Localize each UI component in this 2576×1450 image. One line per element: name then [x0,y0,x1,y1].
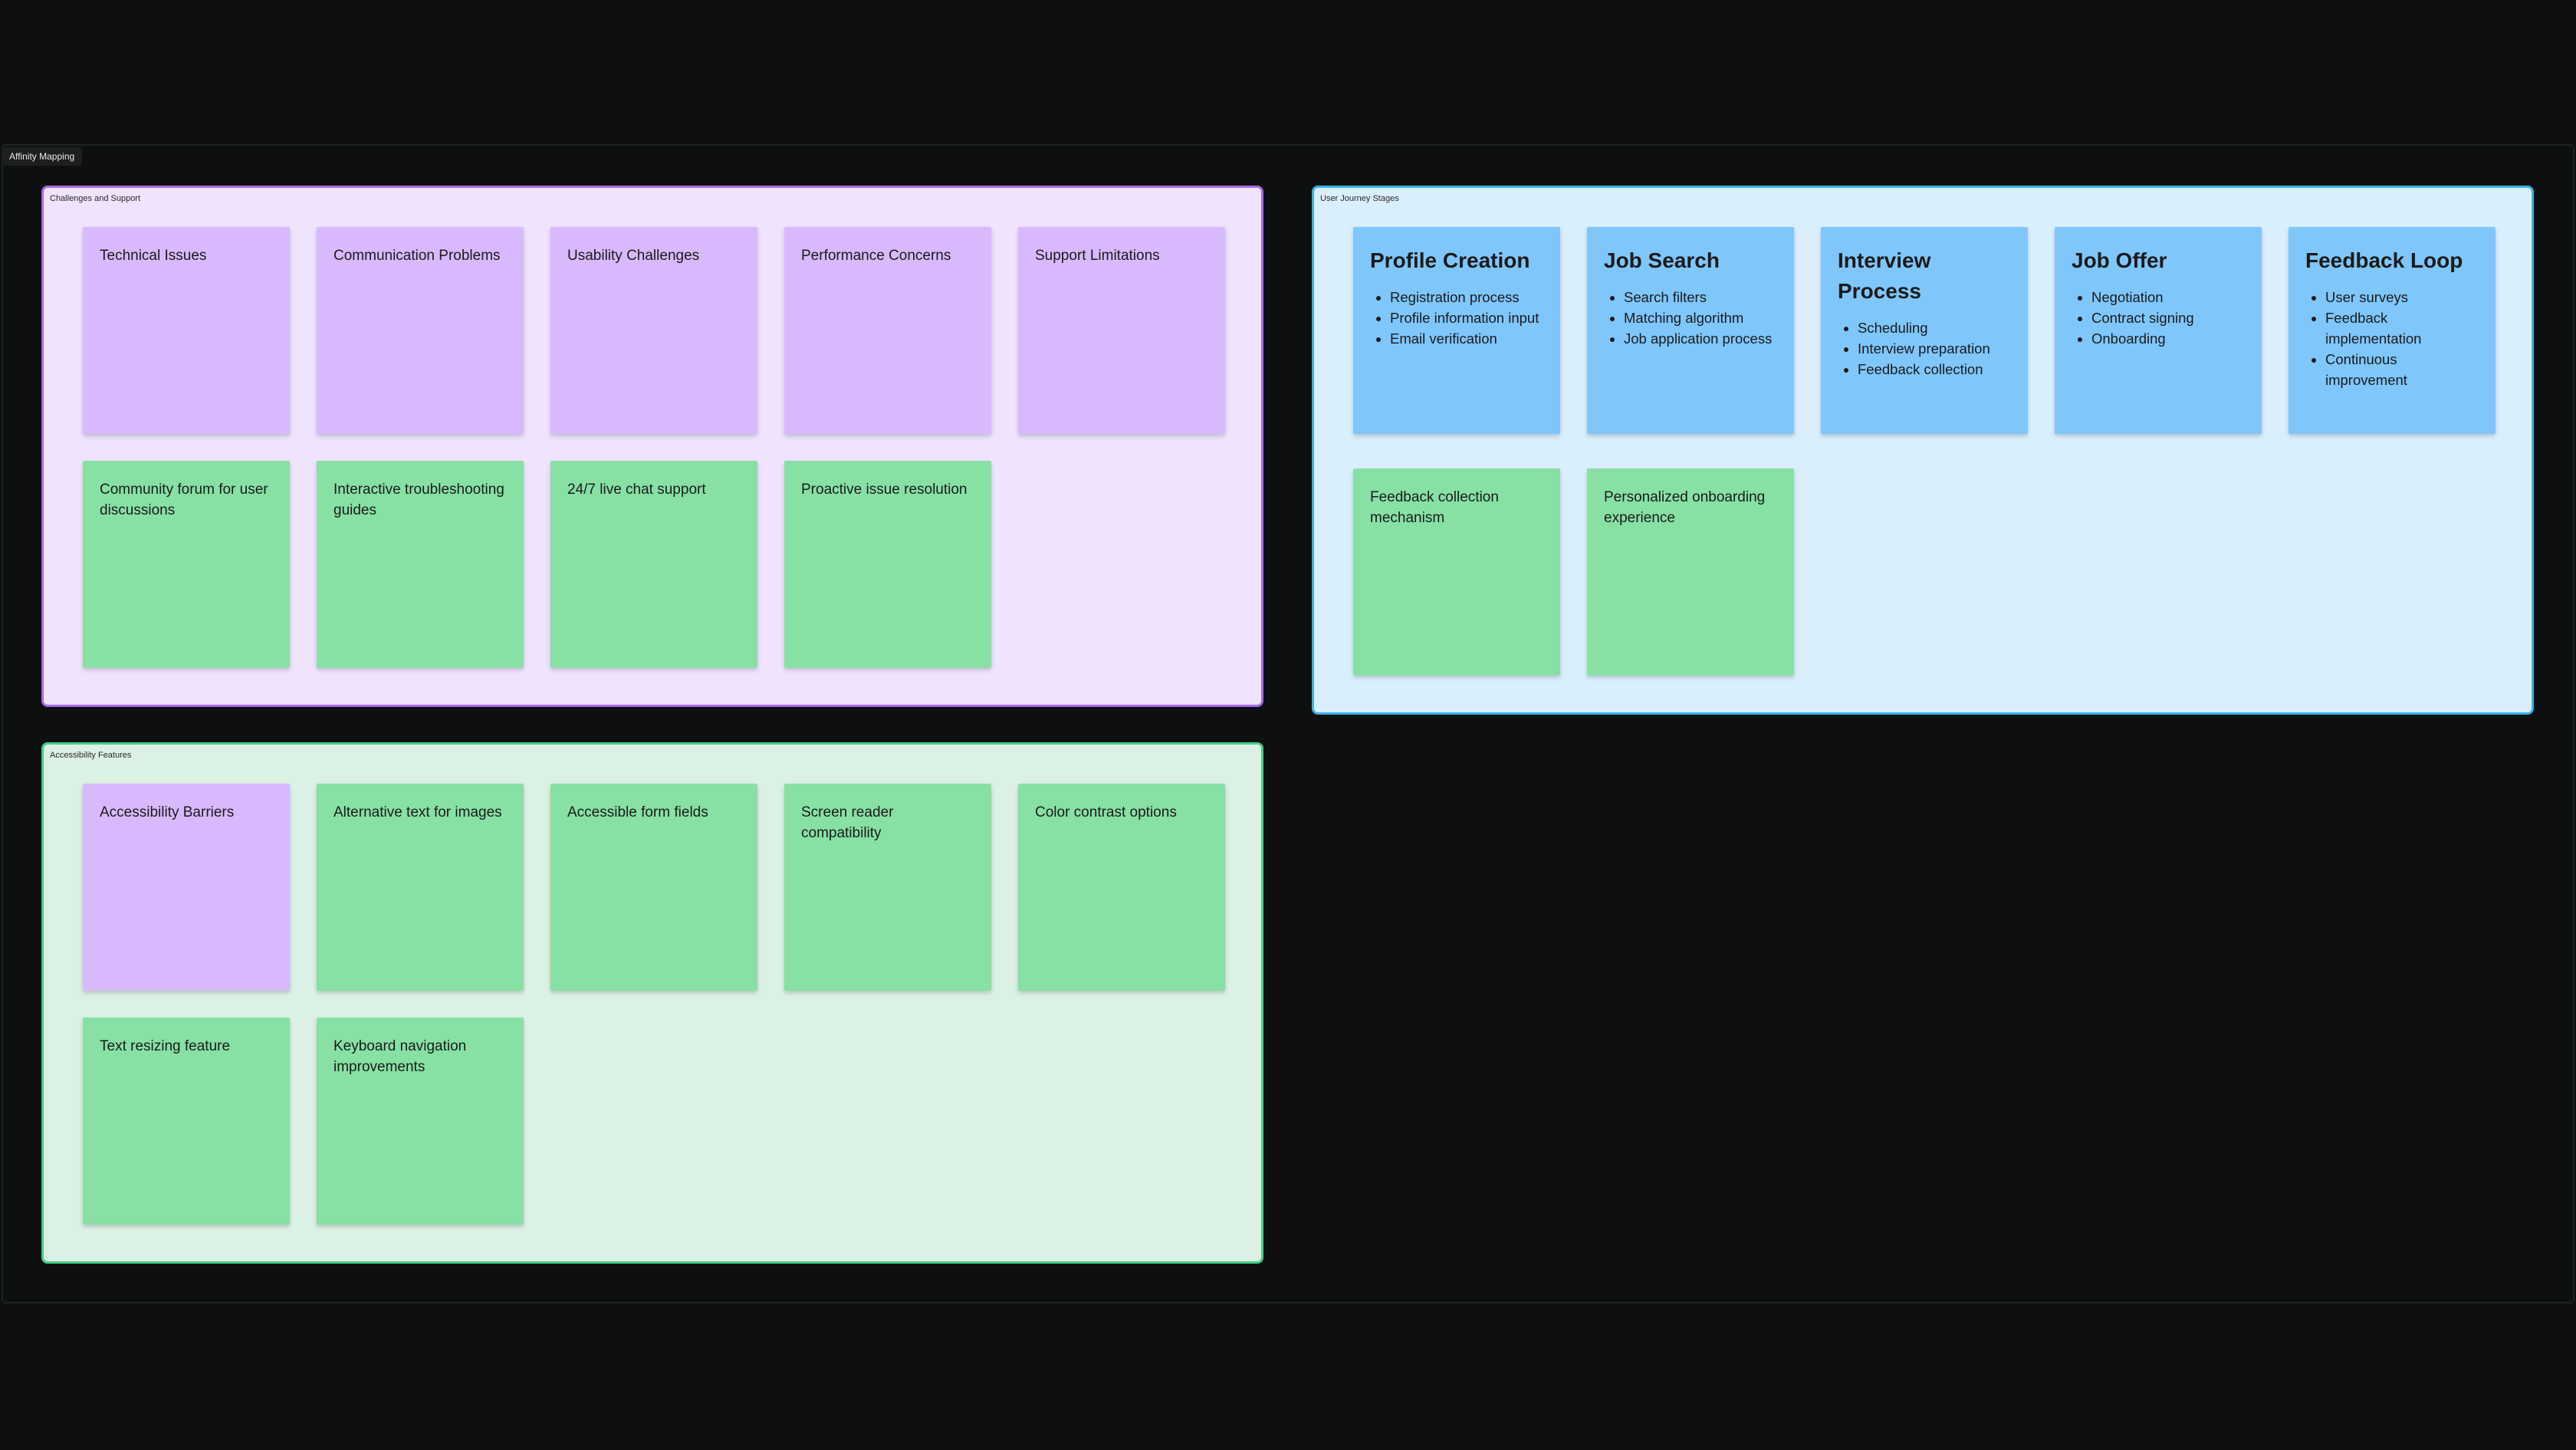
section-title: User Journey Stages [1320,194,1399,203]
sticky-note[interactable]: Personalized onboarding experience [1587,469,1794,676]
sticky-note[interactable]: 24/7 live chat support [550,461,757,668]
sticky-note-text: Color contrast options [1035,804,1177,820]
sticky-note[interactable]: Usability Challenges [550,227,757,434]
section-title: Accessibility Features [50,751,132,760]
stage-title: Interview Process [1838,248,1931,303]
stage-items: Scheduling Interview preparation Feedbac… [1838,317,2011,380]
sticky-note[interactable]: Accessible form fields [550,784,757,991]
sticky-note-text: Accessible form fields [567,804,708,820]
stage-item: Feedback collection [1858,359,2011,380]
stage-item: Email verification [1390,328,1543,349]
section-title: Challenges and Support [50,194,141,203]
sticky-note[interactable]: Color contrast options [1018,784,1225,991]
journey-stage-card[interactable]: Job Offer Negotiation Contract signing O… [2055,227,2262,434]
sticky-note-text: Text resizing feature [100,1038,231,1054]
sticky-note-text: Personalized onboarding experience [1604,489,1766,526]
sticky-note-text: Interactive troubleshooting guides [334,482,504,518]
sticky-note-text: 24/7 live chat support [567,482,706,498]
stage-item: Feedback implementation [2325,307,2479,349]
sticky-note[interactable]: Keyboard navigation improvements [317,1018,524,1225]
sticky-note-text: Accessibility Barriers [100,804,235,820]
sticky-note[interactable]: Community forum for user discussions [83,461,290,668]
stage-items: User surveys Feedback implementation Con… [2305,287,2479,390]
stage-item: Negotiation [2091,287,2245,307]
sticky-note-text: Keyboard navigation improvements [334,1038,467,1075]
sticky-note[interactable]: Communication Problems [317,227,524,434]
stage-item: Interview preparation [1858,338,2011,359]
sticky-note-text: Communication Problems [334,248,501,264]
sticky-note-text: Performance Concerns [801,248,951,264]
journey-stage-card[interactable]: Interview Process Scheduling Interview p… [1821,227,2028,434]
sticky-note[interactable]: Support Limitations [1018,227,1225,434]
stage-title: Job Search [1604,248,1720,272]
stage-title: Feedback Loop [2305,248,2463,272]
sticky-note[interactable]: Accessibility Barriers [83,784,290,991]
sticky-note-text: Screen reader compatibility [801,804,894,841]
sticky-note-text: Community forum for user discussions [100,482,268,518]
sticky-note[interactable]: Performance Concerns [784,227,991,434]
sticky-note-text: Feedback collection mechanism [1370,489,1499,526]
section-accessibility-features[interactable]: Accessibility Features Accessibility Bar… [41,742,1263,1264]
stage-items: Negotiation Contract signing Onboarding [2072,287,2245,349]
journey-stage-card[interactable]: Feedback Loop User surveys Feedback impl… [2288,227,2496,434]
stage-title: Profile Creation [1370,248,1530,272]
sticky-note-text: Usability Challenges [567,248,700,264]
sticky-note-text: Alternative text for images [334,804,502,820]
sticky-note[interactable]: Technical Issues [83,227,290,434]
sticky-note[interactable]: Feedback collection mechanism [1353,469,1560,676]
section-user-journey-stages[interactable]: User Journey Stages Profile Creation Reg… [1312,186,2534,715]
stage-item: Onboarding [2091,328,2245,349]
sticky-note[interactable]: Proactive issue resolution [784,461,991,668]
journey-stage-card[interactable]: Profile Creation Registration process Pr… [1353,227,1560,434]
sticky-note-text: Support Limitations [1035,248,1160,264]
sticky-note-text: Technical Issues [100,248,207,264]
stage-item: Scheduling [1858,317,2011,338]
stage-items: Search filters Matching algorithm Job ap… [1604,287,1777,349]
journey-stage-card[interactable]: Job Search Search filters Matching algor… [1587,227,1794,434]
sticky-note[interactable]: Screen reader compatibility [784,784,991,991]
stage-item: Profile information input [1390,307,1543,328]
stage-item: Contract signing [2091,307,2245,328]
stage-title: Job Offer [2072,248,2167,272]
sticky-note[interactable]: Interactive troubleshooting guides [317,461,524,668]
stage-item: User surveys [2325,287,2479,307]
stage-item: Registration process [1390,287,1543,307]
stage-item: Continuous improvement [2325,349,2479,390]
stage-item: Search filters [1624,287,1777,307]
sticky-note[interactable]: Text resizing feature [83,1018,290,1225]
board-label[interactable]: Affinity Mapping [2,147,83,166]
board-frame[interactable] [2,144,2574,1304]
stage-item: Matching algorithm [1624,307,1777,328]
sticky-note[interactable]: Alternative text for images [317,784,524,991]
sticky-note-text: Proactive issue resolution [801,482,968,498]
stage-item: Job application process [1624,328,1777,349]
section-challenges-and-support[interactable]: Challenges and Support Technical Issues … [41,186,1263,707]
stage-items: Registration process Profile information… [1370,287,1543,349]
